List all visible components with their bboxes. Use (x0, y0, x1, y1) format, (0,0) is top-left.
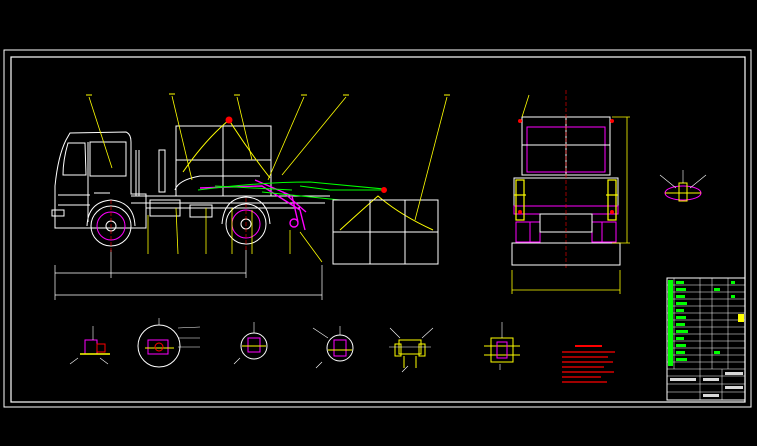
hook-mid (381, 187, 387, 193)
detail-top-right (659, 170, 707, 202)
centerlines (110, 198, 247, 252)
title-block-fills (670, 372, 743, 397)
rear-hoist-cylinders (514, 179, 618, 221)
leader-lines (88, 95, 448, 263)
detail-b (137, 318, 201, 368)
dimension-lines (54, 250, 323, 300)
outer-sheet-border (3, 49, 752, 408)
detail-e (389, 327, 434, 373)
hook-top (225, 116, 233, 124)
parts-list-title-block (666, 277, 746, 401)
skip-container-ground (332, 199, 439, 265)
technical-notes (562, 345, 615, 383)
technical-note-lines (562, 351, 615, 383)
detail-a (69, 326, 110, 365)
exhaust-stack (158, 149, 166, 193)
detail-c (233, 322, 268, 365)
rear-view (511, 90, 630, 294)
parts-list-highlight (738, 314, 744, 322)
truck-cab (51, 131, 147, 229)
leader-ticks (86, 93, 450, 96)
inner-drawing-frame (10, 56, 746, 403)
chain-sling (197, 181, 385, 201)
detail-f (484, 322, 520, 370)
side-view (51, 93, 450, 300)
detail-d (312, 326, 354, 369)
parts-list-fills (668, 280, 735, 366)
